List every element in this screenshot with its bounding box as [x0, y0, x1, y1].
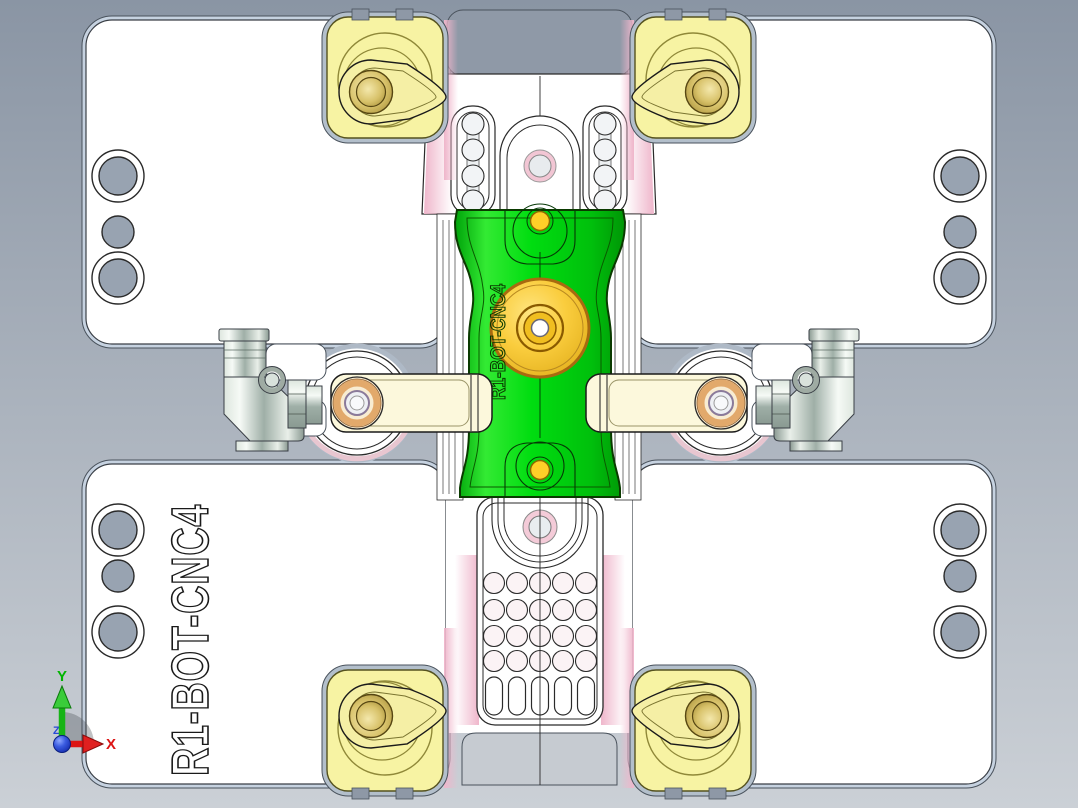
side-column-left: [436, 213, 464, 501]
x-axis-label: X: [106, 736, 116, 753]
y-axis-label: Y: [57, 668, 67, 685]
origin-sphere[interactable]: [53, 735, 71, 753]
axis-triad[interactable]: Z Y X: [52, 668, 116, 754]
pin-bottom: [529, 459, 551, 481]
top-arch-cutout: [446, 9, 633, 77]
swing-clamp-bottom-left[interactable]: [321, 664, 449, 800]
bead-chain-left: [461, 112, 485, 213]
vent-hole-grid: [482, 571, 598, 673]
bottom-arch-cutout: [461, 732, 618, 786]
center-knob[interactable]: [489, 277, 591, 379]
pin-top: [529, 210, 551, 232]
bottom-grid-plate[interactable]: [476, 496, 604, 785]
plate-engraving-label: R1-BOT-CNC4: [162, 504, 220, 776]
swing-clamp-top-right[interactable]: [629, 8, 757, 144]
bead-chain-right: [593, 112, 617, 213]
workpiece-green-part[interactable]: R1-BOT-CNC4: [453, 203, 627, 498]
z-axis-label: Z: [53, 725, 60, 737]
swing-clamp-bottom-right[interactable]: [629, 664, 757, 800]
swing-clamp-top-left[interactable]: [321, 8, 449, 144]
side-column-right: [614, 213, 642, 501]
